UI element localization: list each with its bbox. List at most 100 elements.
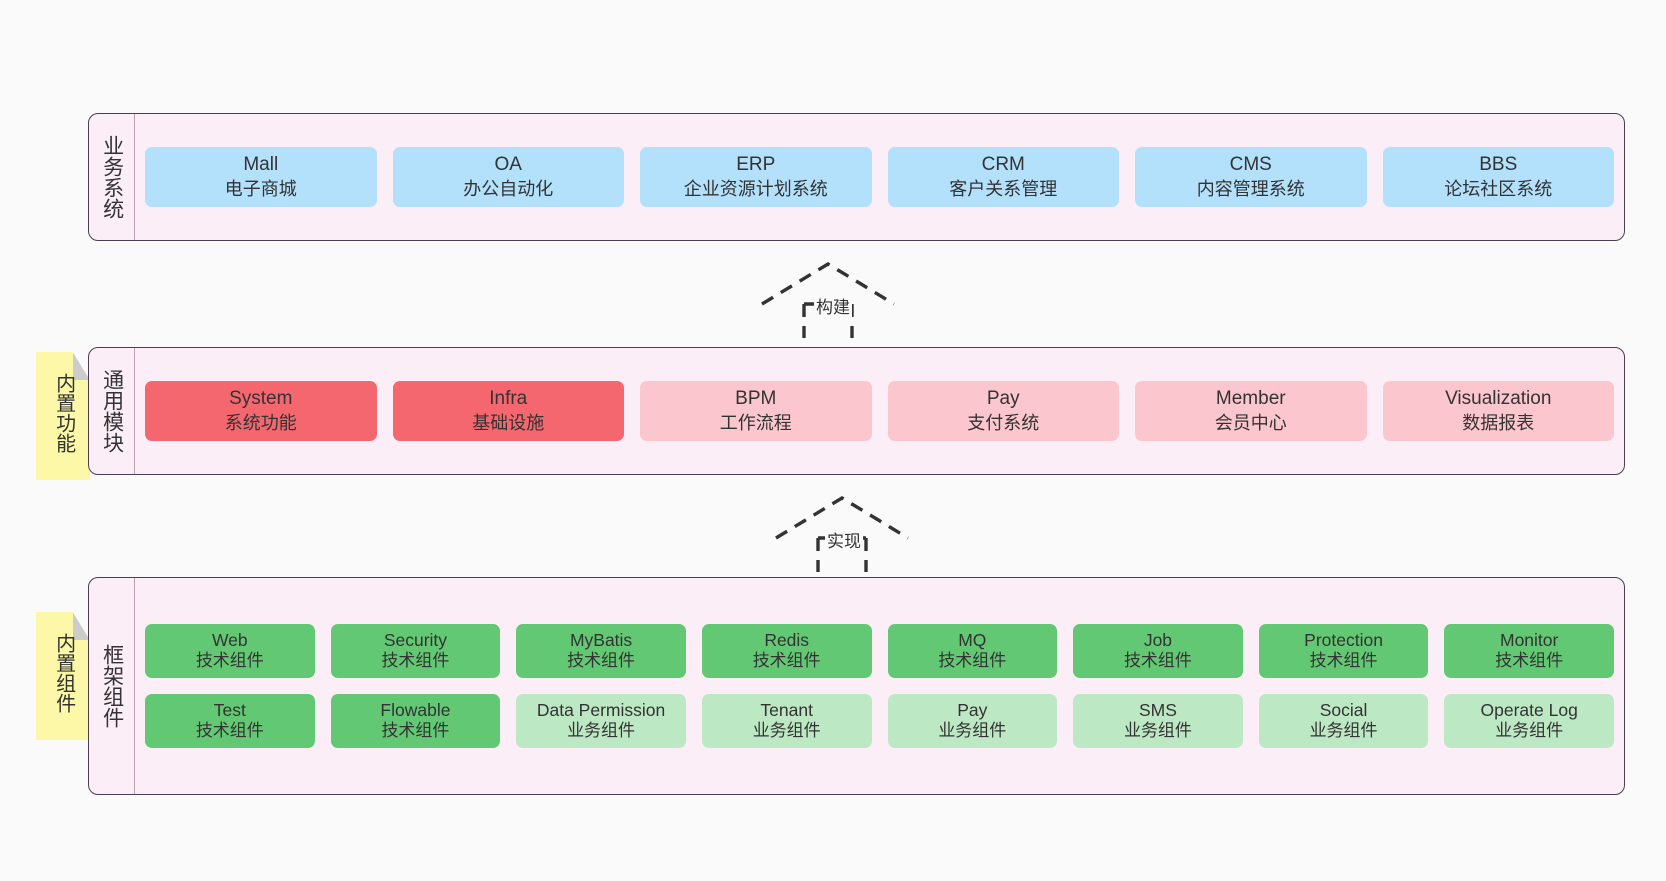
card-subtitle: 业务组件 [1309, 721, 1378, 741]
card-title: Member [1215, 388, 1286, 410]
card-title: Redis [764, 629, 810, 650]
card-title: MyBatis [569, 629, 633, 650]
card-subtitle: 技术组件 [938, 651, 1007, 671]
card-title: Operate Log [1480, 700, 1578, 720]
card-subtitle: 技术组件 [1309, 651, 1378, 671]
card-subtitle: 技术组件 [195, 721, 264, 741]
layer-framework-component-body: Web 技术组件 Security 技术组件 MyBatis 技术组件 Redi… [135, 578, 1624, 794]
layer-business-system-title: 业务系统 [89, 114, 135, 240]
layer-business-system: 业务系统 Mall 电子商城 OA 办公自动化 ERP 企业资源计划系统 CRM [88, 113, 1625, 241]
card-title: Tenant [760, 700, 813, 720]
card-title: BBS [1479, 154, 1518, 176]
module-card-visualization[interactable]: Visualization 数据报表 [1382, 381, 1614, 441]
card-title: Flowable [380, 700, 451, 720]
card-title: Pay [957, 700, 988, 720]
card-title: Security [383, 629, 448, 650]
component-card-web[interactable]: Web 技术组件 [145, 623, 315, 678]
card-subtitle: 电子商城 [224, 178, 297, 199]
card-title: ERP [736, 154, 776, 176]
component-card-protection[interactable]: Protection 技术组件 [1258, 623, 1429, 678]
card-title: OA [494, 154, 522, 176]
framework-component-row-1: Web 技术组件 Security 技术组件 MyBatis 技术组件 Redi… [145, 623, 1614, 678]
card-title: Monitor [1500, 629, 1559, 650]
module-card-member[interactable]: Member 会员中心 [1135, 381, 1367, 441]
business-card-oa[interactable]: OA 办公自动化 [392, 147, 624, 207]
component-card-tenant[interactable]: Tenant 业务组件 [701, 694, 872, 749]
component-card-mybatis[interactable]: MyBatis 技术组件 [516, 623, 686, 678]
card-subtitle: 业务组件 [752, 721, 821, 741]
card-subtitle: 业务组件 [1495, 721, 1564, 741]
card-subtitle: 支付系统 [967, 412, 1040, 433]
card-subtitle: 论坛社区系统 [1444, 178, 1553, 199]
card-title: Job [1143, 629, 1173, 650]
card-title: Web [211, 629, 248, 650]
card-subtitle: 内容管理系统 [1196, 178, 1305, 199]
card-title: Data Permission [536, 700, 666, 720]
component-card-operate-log[interactable]: Operate Log 业务组件 [1444, 694, 1614, 749]
card-subtitle: 客户关系管理 [949, 178, 1058, 199]
note-builtin-component-label: 内置组件 [52, 633, 75, 713]
module-card-pay[interactable]: Pay 支付系统 [887, 381, 1119, 441]
component-card-social[interactable]: Social 业务组件 [1258, 694, 1429, 749]
generalization-arrow-implement: 实现 [772, 492, 912, 574]
business-card-cms[interactable]: CMS 内容管理系统 [1135, 147, 1367, 207]
framework-component-row-2: Test 技术组件 Flowable 技术组件 Data Permission … [145, 694, 1614, 749]
card-subtitle: 工作流程 [719, 412, 792, 433]
module-card-bpm[interactable]: BPM 工作流程 [640, 381, 872, 441]
note-builtin-feature-label: 内置功能 [52, 373, 75, 453]
card-subtitle: 业务组件 [1123, 721, 1192, 741]
card-subtitle: 基础设施 [472, 412, 545, 433]
card-subtitle: 技术组件 [381, 651, 450, 671]
business-card-erp[interactable]: ERP 企业资源计划系统 [640, 147, 872, 207]
note-builtin-feature: 内置功能 [36, 352, 90, 480]
card-subtitle: 技术组件 [1123, 651, 1192, 671]
card-title: CMS [1229, 154, 1272, 176]
component-card-redis[interactable]: Redis 技术组件 [701, 623, 872, 678]
component-card-monitor[interactable]: Monitor 技术组件 [1444, 623, 1614, 678]
module-card-infra[interactable]: Infra 基础设施 [392, 381, 624, 441]
card-subtitle: 技术组件 [1495, 651, 1564, 671]
business-card-mall[interactable]: Mall 电子商城 [145, 147, 377, 207]
card-subtitle: 系统功能 [224, 412, 297, 433]
generalization-arrow-build: 构建 [758, 258, 898, 340]
card-subtitle: 企业资源计划系统 [683, 178, 828, 199]
card-subtitle: 技术组件 [195, 651, 264, 671]
component-card-flowable[interactable]: Flowable 技术组件 [330, 694, 501, 749]
component-card-data-permission[interactable]: Data Permission 业务组件 [516, 694, 686, 749]
component-card-sms[interactable]: SMS 业务组件 [1073, 694, 1243, 749]
component-card-pay[interactable]: Pay 业务组件 [887, 694, 1058, 749]
card-subtitle: 数据报表 [1462, 412, 1535, 433]
component-card-security[interactable]: Security 技术组件 [330, 623, 501, 678]
card-title: MQ [958, 629, 987, 650]
card-subtitle: 业务组件 [567, 721, 636, 741]
layer-business-system-body: Mall 电子商城 OA 办公自动化 ERP 企业资源计划系统 CRM 客户关系… [135, 114, 1624, 240]
layer-common-module: 通用模块 System 系统功能 Infra 基础设施 BPM 工作流程 Pay [88, 347, 1625, 475]
card-subtitle: 办公自动化 [463, 178, 554, 199]
component-card-job[interactable]: Job 技术组件 [1073, 623, 1243, 678]
card-title: Infra [489, 388, 528, 410]
common-module-row: System 系统功能 Infra 基础设施 BPM 工作流程 Pay 支付系统… [145, 381, 1614, 441]
card-subtitle: 技术组件 [567, 651, 636, 671]
card-subtitle: 会员中心 [1214, 412, 1287, 433]
layer-framework-component: 框架组件 Web 技术组件 Security 技术组件 MyBatis 技术组件… [88, 577, 1625, 795]
component-card-test[interactable]: Test 技术组件 [145, 694, 315, 749]
card-title: Protection [1304, 629, 1383, 650]
card-title: CRM [981, 154, 1025, 176]
implement-arrow-label: 实现 [825, 527, 863, 552]
card-subtitle: 技术组件 [752, 651, 821, 671]
business-card-bbs[interactable]: BBS 论坛社区系统 [1382, 147, 1614, 207]
card-title: Pay [986, 388, 1020, 410]
card-title: System [229, 388, 293, 410]
business-card-crm[interactable]: CRM 客户关系管理 [887, 147, 1119, 207]
module-card-system[interactable]: System 系统功能 [145, 381, 377, 441]
card-subtitle: 业务组件 [938, 721, 1007, 741]
card-title: BPM [735, 388, 777, 410]
layer-framework-component-title: 框架组件 [89, 578, 135, 794]
card-title: Visualization [1445, 388, 1552, 410]
layer-common-module-body: System 系统功能 Infra 基础设施 BPM 工作流程 Pay 支付系统… [135, 348, 1624, 474]
layer-common-module-title: 通用模块 [89, 348, 135, 474]
card-title: Mall [243, 154, 279, 176]
build-arrow-label: 构建 [814, 293, 852, 318]
component-card-mq[interactable]: MQ 技术组件 [887, 623, 1058, 678]
